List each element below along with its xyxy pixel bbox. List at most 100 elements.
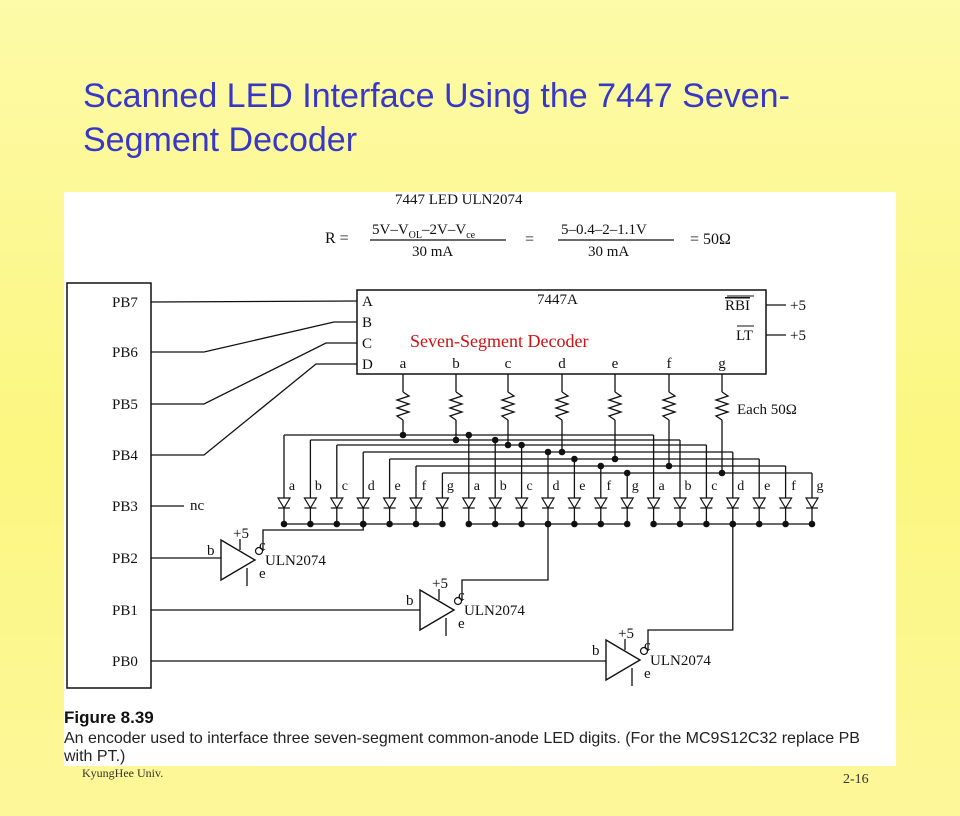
segment-bus (283, 420, 813, 498)
port-pin-pb5: PB5 (112, 397, 138, 413)
led-diode-d (725, 497, 740, 510)
decoder-input-d: D (362, 357, 373, 373)
junction-dot (359, 520, 367, 528)
junction-dot (544, 520, 552, 528)
led-diode-a (276, 497, 292, 510)
led-diode-f (408, 497, 424, 510)
junction-dot (544, 448, 552, 456)
driver-pin-e: e (458, 616, 465, 632)
led-diode-a (646, 497, 661, 510)
led-diode-a (461, 497, 476, 510)
slide-title-line1: Scanned LED Interface Using the 7447 Sev… (83, 77, 790, 115)
driver-collector-wire (461, 524, 549, 601)
port-pin-pb1: PB1 (112, 603, 138, 619)
decoder-output-e: e (612, 356, 619, 372)
led-diode-d (356, 497, 371, 510)
junction-dot (665, 462, 673, 470)
decoder-output-b: b (452, 356, 460, 372)
resistor-a (394, 391, 412, 421)
junction-dot (504, 441, 512, 449)
led-segment-label-e: e (579, 479, 585, 494)
led-diode-c (329, 497, 344, 510)
led-segment-label-f: f (422, 479, 427, 494)
led-segment-label-c: c (342, 479, 348, 494)
rbi-label: RBI (725, 298, 750, 314)
port-pin-pb6: PB6 (112, 345, 138, 361)
led-segment-label-a: a (658, 479, 665, 494)
led-segment-label-a: a (474, 479, 481, 494)
driver-name: ULN2074 (650, 653, 711, 669)
slide-title-line2: Segment Decoder (83, 121, 358, 159)
junction-dot (491, 436, 499, 444)
driver-name: ULN2074 (265, 553, 326, 569)
led-diode-b (488, 497, 503, 510)
lt-supply: +5 (790, 328, 806, 344)
led-segment-label-d: d (553, 479, 560, 494)
driver-supply: +5 (618, 626, 634, 642)
driver-triangle (605, 638, 642, 682)
port-pin-pb7: PB7 (112, 295, 138, 311)
junction-dot (597, 462, 605, 470)
driver-pin-b: b (207, 543, 215, 559)
led-segment-label-g: g (447, 479, 454, 494)
junction-dot (718, 469, 726, 477)
led-diode-c (514, 497, 529, 510)
junction-dot (729, 520, 737, 528)
led-diode-e (567, 497, 582, 510)
led-segment-label-c: c (711, 479, 717, 494)
figure-label: Figure 8.39 (64, 708, 154, 727)
junction-dot (518, 441, 525, 449)
driver-supply: +5 (233, 526, 249, 542)
figure-header: 7447 LED ULN2074 (395, 192, 523, 208)
decoder-input-c: C (362, 336, 372, 352)
slide-title: Scanned LED Interface Using the 7447 Sev… (83, 74, 883, 162)
junction-dot (558, 448, 566, 456)
led-segment-label-f: f (791, 479, 796, 494)
led-segment-label-b: b (500, 479, 507, 494)
led-diode-b (672, 497, 688, 510)
port-pin-pb0: PB0 (112, 654, 138, 670)
driver-name: ULN2074 (464, 603, 525, 619)
decoder-output-c: c (505, 356, 512, 372)
led-segment-label-b: b (685, 479, 692, 494)
resistor-c (499, 391, 517, 421)
driver-triangle (220, 538, 257, 582)
formula-equals: = (525, 231, 534, 248)
led-diode-e (382, 497, 397, 510)
led-diode-e (752, 497, 767, 510)
nc-label: nc (190, 498, 205, 514)
led-diode-g (435, 497, 450, 510)
formula-result: = 50Ω (690, 231, 731, 248)
led-segment-label-a: a (289, 479, 296, 494)
figure-caption-line2: with PT.) (64, 748, 126, 765)
led-segment-label-g: g (817, 479, 824, 494)
schematic-diagram: 7447 LED ULN2074 R = 5V–VOL–2V–Vce 30 mA… (66, 192, 824, 689)
footer-university: KyungHee Univ. (82, 766, 164, 780)
led-segment-label-e: e (764, 479, 770, 494)
port-block (66, 282, 152, 689)
resistor-e (606, 391, 624, 421)
led-segment-label-d: d (368, 479, 375, 494)
led-diode-f (778, 497, 793, 510)
led-segment-label-f: f (606, 479, 611, 494)
junction-dot (571, 455, 578, 463)
junction-dot (452, 436, 460, 444)
led-diode-b (303, 497, 318, 510)
resistor-b (447, 391, 465, 421)
decoder-output-d: d (558, 356, 566, 372)
lt-label: LT (736, 328, 753, 344)
decoder-output-g: g (718, 356, 726, 372)
resistor-d (553, 391, 571, 421)
resistor-formula: R = 5V–VOL–2V–Vce 30 mA = 5–0.4–2–1.1V 3… (325, 222, 731, 260)
driver-collector-wire (647, 524, 734, 651)
decoder-input-b: B (362, 315, 372, 331)
driver-collector-wire (262, 524, 364, 551)
figure-panel: 7447 LED ULN2074 R = 5V–VOL–2V–Vce 30 mA… (64, 192, 896, 766)
driver-pin-b: b (592, 643, 600, 659)
led-segment-label-d: d (737, 479, 744, 494)
